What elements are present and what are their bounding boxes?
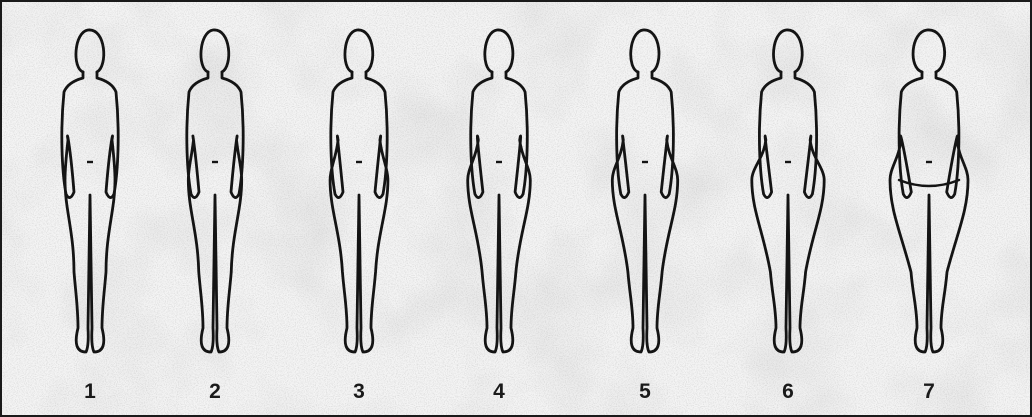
body-outline: [890, 72, 968, 352]
head-outline: [345, 30, 373, 72]
body-figure-3: [307, 10, 411, 362]
head-outline: [773, 30, 802, 72]
body-outline: [330, 72, 388, 352]
body-figure-1: [38, 10, 142, 362]
figure-number-label: 1: [70, 380, 110, 404]
body-figure-6: [736, 10, 840, 362]
head-outline: [913, 30, 945, 72]
head-outline: [485, 30, 513, 72]
body-figure-2: [163, 10, 267, 362]
belly-fold: [899, 180, 959, 186]
head-outline: [201, 30, 229, 72]
figure-number-label: 7: [909, 380, 949, 404]
figure-number-label: 4: [479, 380, 519, 404]
body-figure-7: [877, 10, 981, 362]
head-outline: [631, 30, 659, 72]
body-outline: [62, 72, 118, 352]
head-outline: [76, 30, 104, 72]
body-outline: [187, 72, 243, 352]
figure-number-label: 3: [339, 380, 379, 404]
figure-number-label: 2: [195, 380, 235, 404]
body-outline: [752, 72, 824, 352]
figure-number-label: 5: [625, 380, 665, 404]
body-outline: [612, 72, 677, 352]
figure-number-label: 6: [768, 380, 808, 404]
body-figure-4: [447, 10, 551, 362]
body-figure-5: [593, 10, 697, 362]
body-outline: [468, 72, 531, 352]
